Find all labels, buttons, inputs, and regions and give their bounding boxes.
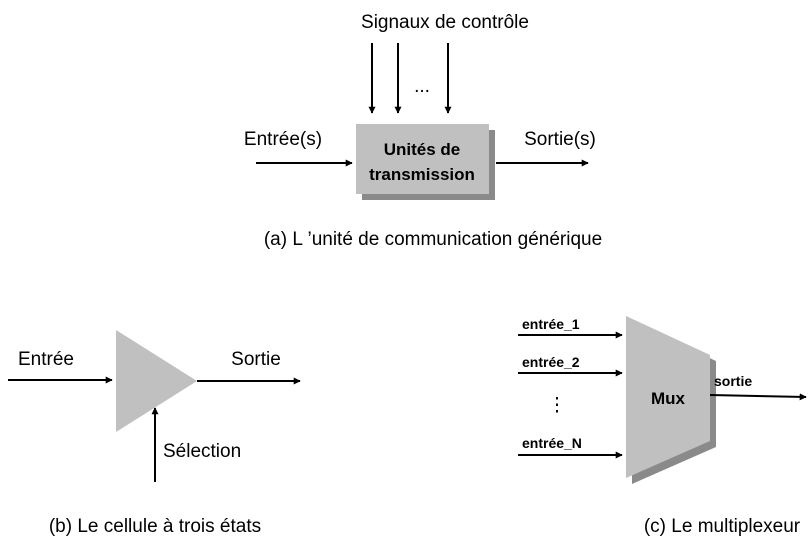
mux-label: Mux [651,389,686,408]
mux-output-label: sortie [714,373,752,389]
unit-box-line1: Unités de [384,140,461,159]
control-signals-label: Signaux de contrôle [361,12,529,33]
control-dots: ... [414,76,430,97]
tristate-input-label: Entrée [18,349,74,370]
caption-b: (b) Le cellule à trois états [49,516,261,537]
transmission-unit-box [356,124,489,194]
caption-a: (a) L ’unité de communication générique [264,229,602,250]
mux-input-2-label: entrée_2 [522,354,580,370]
unit-box-line2: transmission [369,165,475,184]
outputs-label: Sortie(s) [524,129,596,150]
mux-output-arrow [709,393,807,401]
generic-unit-group: Signaux de contrôle ... Unités de transm… [244,12,602,250]
mux-trapezoid [626,316,710,478]
mux-vdots: ⋮ [548,395,567,416]
mux-input-1-label: entrée_1 [522,316,580,332]
tristate-output-label: Sortie [231,349,281,370]
tristate-buffer-triangle [116,330,197,432]
mux-group: Mux entrée_1 entrée_2 ⋮ entrée_N sortie … [518,316,807,537]
caption-c: (c) Le multiplexeur [644,516,801,537]
mux-input-n-label: entrée_N [522,435,582,451]
select-label: Sélection [163,441,241,462]
tristate-group: Entrée Sortie Sélection (b) Le cellule à… [8,330,301,537]
inputs-label: Entrée(s) [244,129,322,150]
